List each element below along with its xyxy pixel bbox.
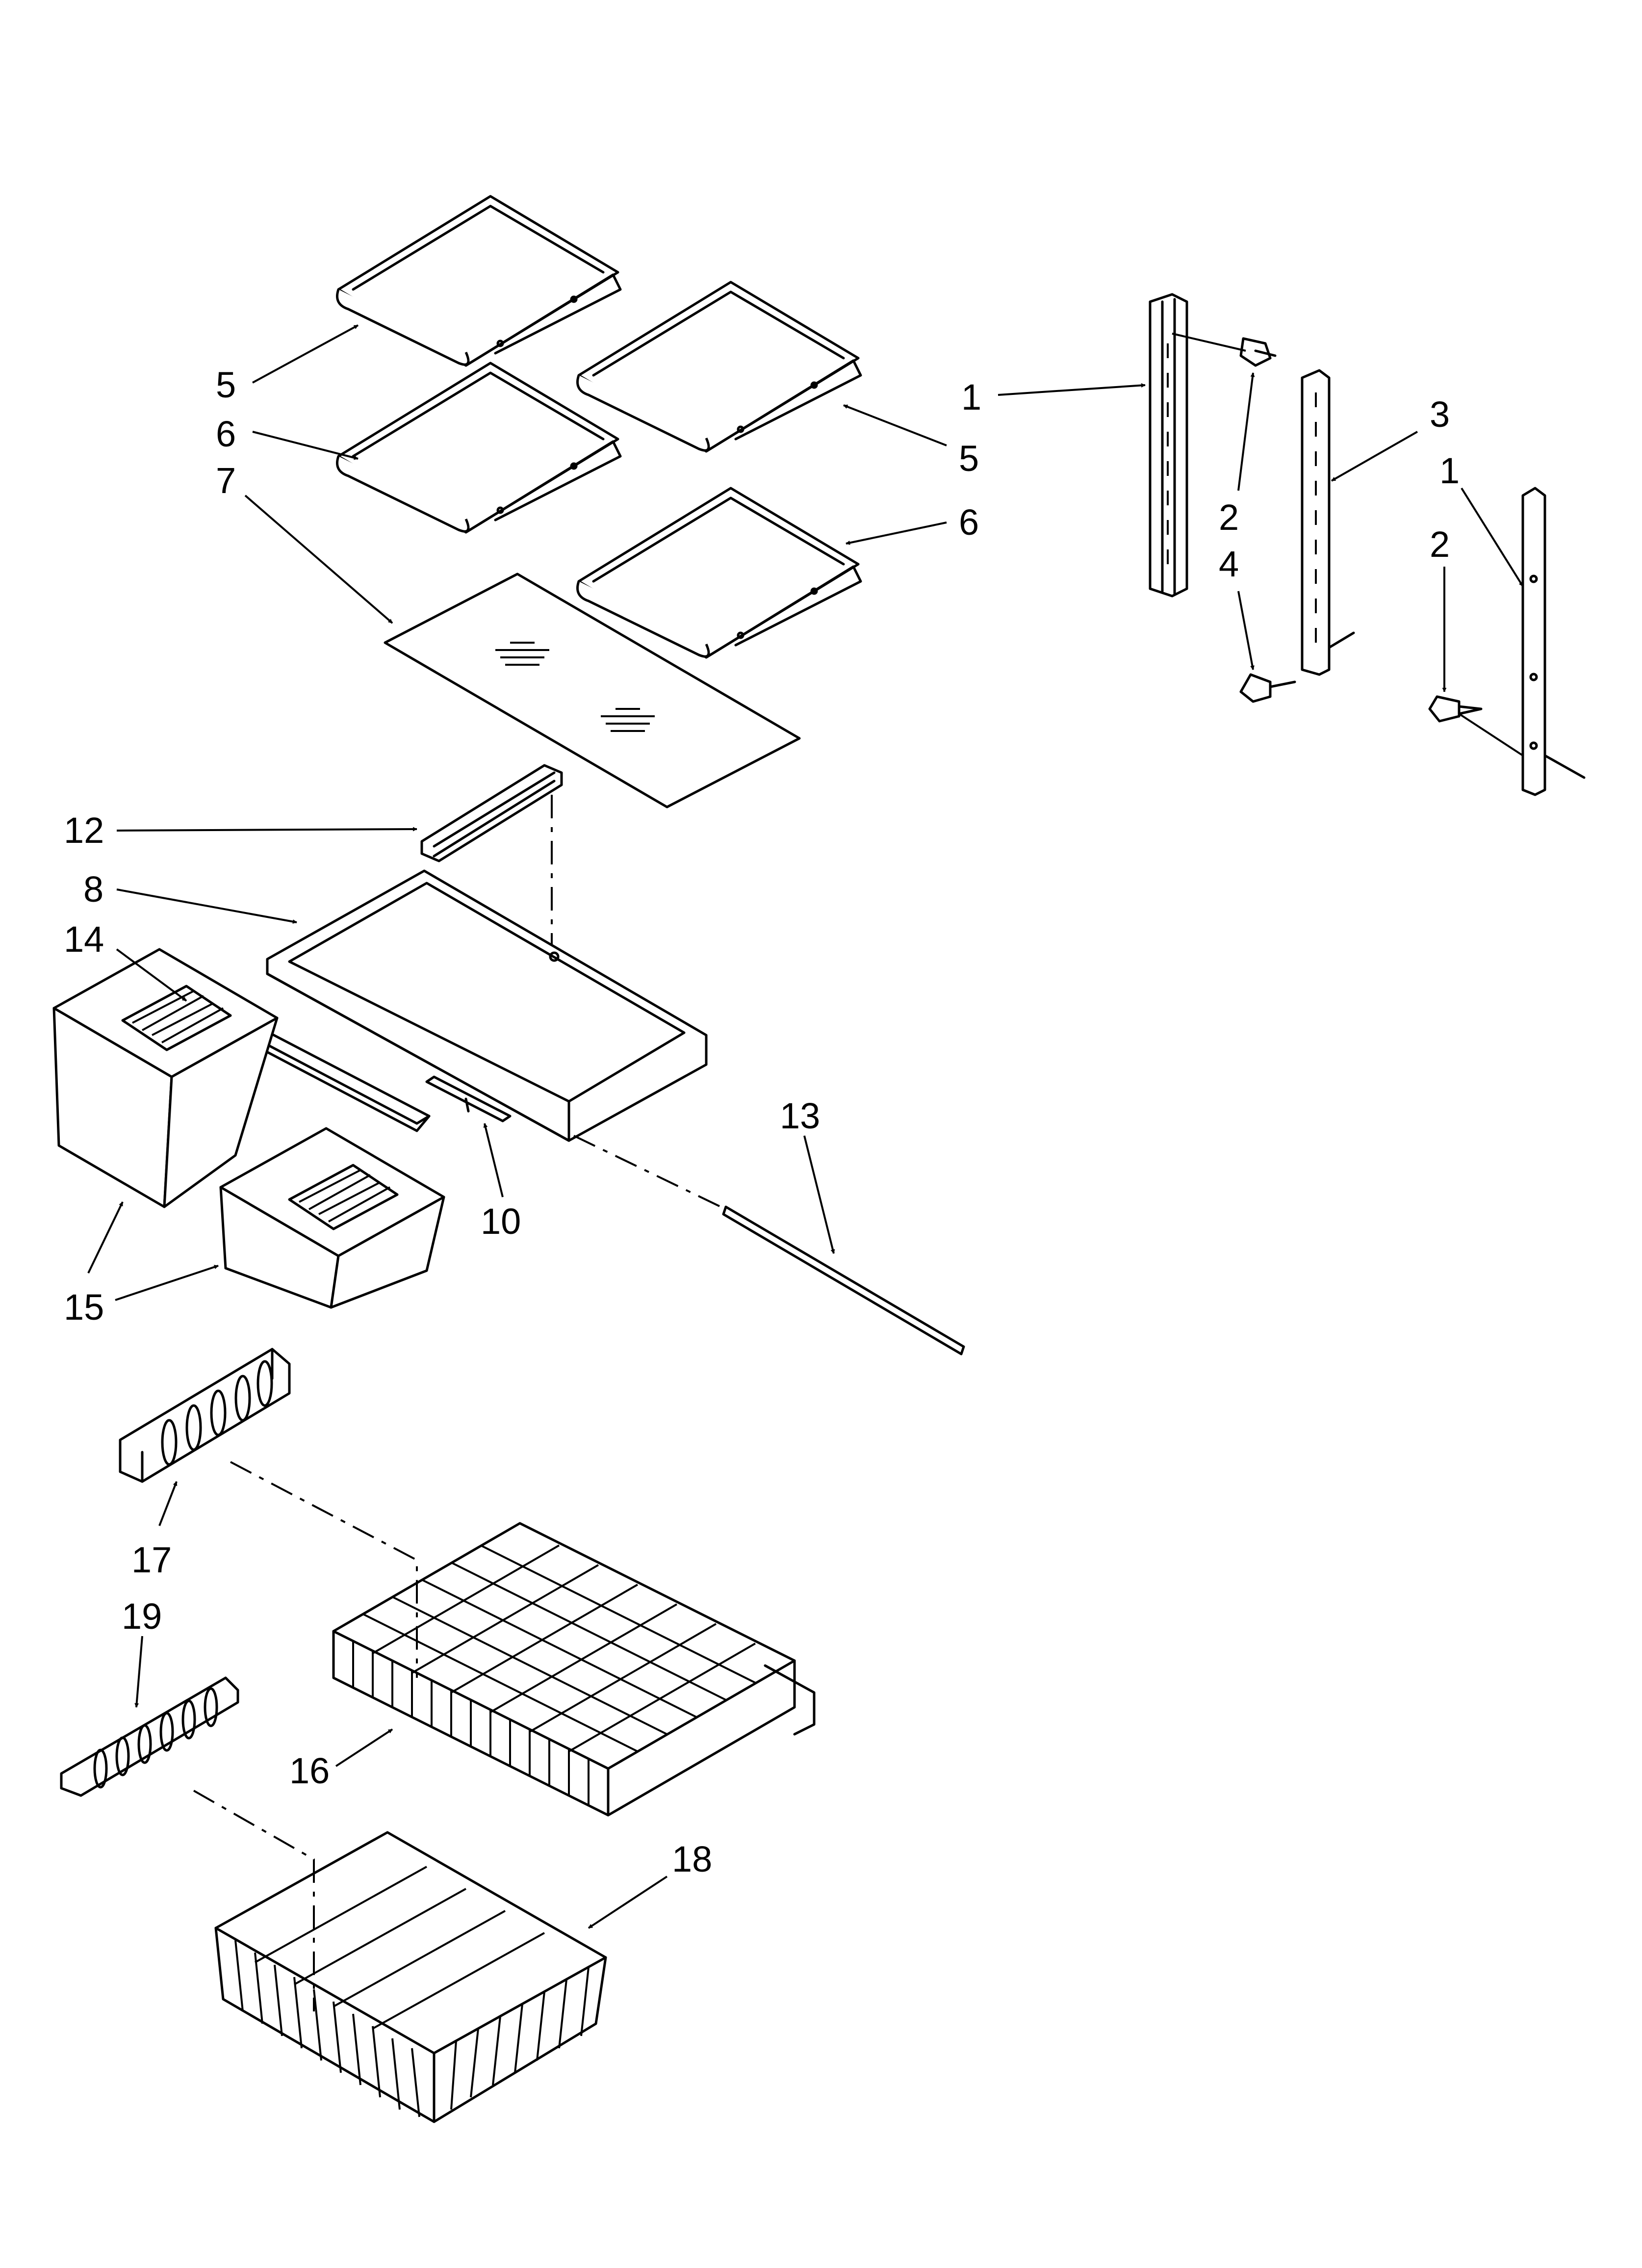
glass-panel-part-7 (384, 573, 801, 808)
rod-part-13 (722, 1205, 965, 1356)
label-part-6-left: 6 (216, 414, 236, 454)
label-part-18: 18 (672, 1839, 712, 1879)
label-part-14: 14 (64, 919, 104, 960)
crisper-drawer-part-15-right (219, 1127, 445, 1309)
label-part-12: 12 (64, 810, 104, 851)
label-part-8: 8 (83, 869, 103, 910)
bracket-part-12 (420, 764, 563, 862)
leader-lines (87, 324, 1524, 1929)
label-part-13: 13 (780, 1095, 820, 1136)
label-part-2-lower: 2 (1430, 524, 1450, 565)
label-part-19: 19 (122, 1596, 162, 1637)
shelf-part-6-right (576, 487, 862, 659)
wire-basket-part-18 (214, 1831, 607, 2123)
label-part-5-right: 5 (959, 438, 979, 479)
label-part-7: 7 (216, 460, 236, 501)
label-part-16: 16 (289, 1750, 330, 1791)
crisper-drawer-part-15-left (52, 948, 279, 1208)
label-part-2-upper: 2 (1219, 497, 1239, 538)
basket-divider-part-17 (119, 1348, 291, 1483)
screw-part-2-lower (1428, 695, 1483, 723)
pilaster-part-1-left (1149, 293, 1188, 598)
label-part-1-left: 1 (961, 377, 981, 417)
label-part-5-left: 5 (216, 365, 236, 405)
pilaster-part-1-right (1521, 487, 1586, 796)
pilaster-part-3 (1301, 369, 1355, 676)
wire-basket-part-16 (332, 1522, 816, 1817)
label-part-6-right: 6 (959, 502, 979, 543)
label-part-15: 15 (64, 1287, 104, 1328)
label-part-4: 4 (1219, 544, 1239, 584)
crisper-cover-frame-part-8 (266, 869, 708, 1142)
screw-part-2-upper (1239, 337, 1277, 367)
shelf-part-5-upper-left (336, 195, 622, 367)
label-part-17: 17 (131, 1539, 172, 1580)
label-part-3: 3 (1430, 394, 1450, 435)
shelf-part-5-right (576, 281, 862, 453)
shelf-part-6-left (336, 362, 622, 534)
label-part-10: 10 (481, 1201, 521, 1242)
screw-part-4 (1239, 673, 1296, 703)
label-part-1-right: 1 (1439, 450, 1460, 491)
callout-labels: 5 6 7 5 6 1 2 4 3 1 2 12 8 14 13 10 15 1… (64, 365, 1460, 1879)
basket-divider-part-19 (60, 1676, 239, 1797)
slider-part-10 (425, 1075, 512, 1122)
